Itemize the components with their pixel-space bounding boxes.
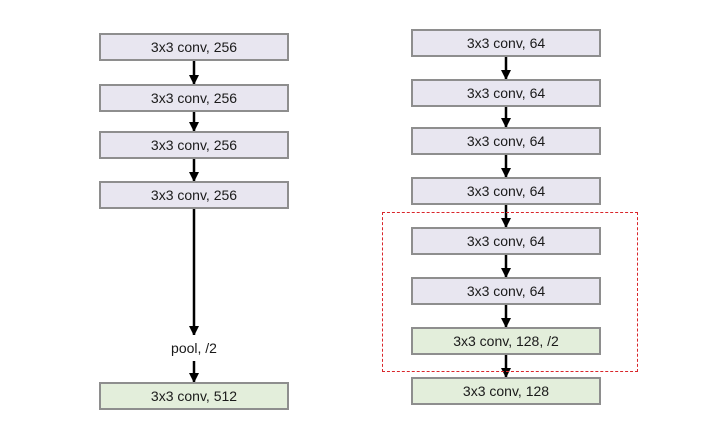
block-label: 3x3 conv, 64: [466, 283, 546, 299]
right-conv-block-1: 3x3 conv, 64: [411, 29, 601, 57]
right-conv-block-4: 3x3 conv, 64: [411, 177, 601, 205]
block-label: 3x3 conv, 64: [466, 133, 546, 149]
pool-label: pool, /2: [171, 340, 217, 356]
block-label: 3x3 conv, 128: [462, 383, 550, 399]
right-conv-block-2: 3x3 conv, 64: [411, 79, 601, 107]
block-label: 3x3 conv, 64: [466, 35, 546, 51]
right-downsample-block: 3x3 conv, 128, /2: [411, 327, 601, 355]
left-conv-block-2: 3x3 conv, 256: [99, 84, 289, 112]
block-label: 3x3 conv, 64: [466, 233, 546, 249]
block-label: 3x3 conv, 64: [466, 85, 546, 101]
left-conv-block-4: 3x3 conv, 256: [99, 181, 289, 209]
block-label: 3x3 conv, 256: [150, 137, 238, 153]
block-label: 3x3 conv, 64: [466, 183, 546, 199]
block-label: 3x3 conv, 256: [150, 187, 238, 203]
right-conv-block-3: 3x3 conv, 64: [411, 127, 601, 155]
right-conv-block-5: 3x3 conv, 64: [411, 227, 601, 255]
block-label: 3x3 conv, 256: [150, 90, 238, 106]
pool-label-box: pool, /2: [99, 335, 289, 361]
right-conv-block-6: 3x3 conv, 64: [411, 277, 601, 305]
highlight-region: [382, 212, 638, 372]
block-label: 3x3 conv, 128, /2: [453, 333, 559, 349]
left-conv-block-1: 3x3 conv, 256: [99, 33, 289, 61]
block-label: 3x3 conv, 256: [150, 39, 238, 55]
left-output-block: 3x3 conv, 512: [99, 382, 289, 410]
right-output-block: 3x3 conv, 128: [411, 377, 601, 405]
left-conv-block-3: 3x3 conv, 256: [99, 131, 289, 159]
block-label: 3x3 conv, 512: [150, 388, 238, 404]
